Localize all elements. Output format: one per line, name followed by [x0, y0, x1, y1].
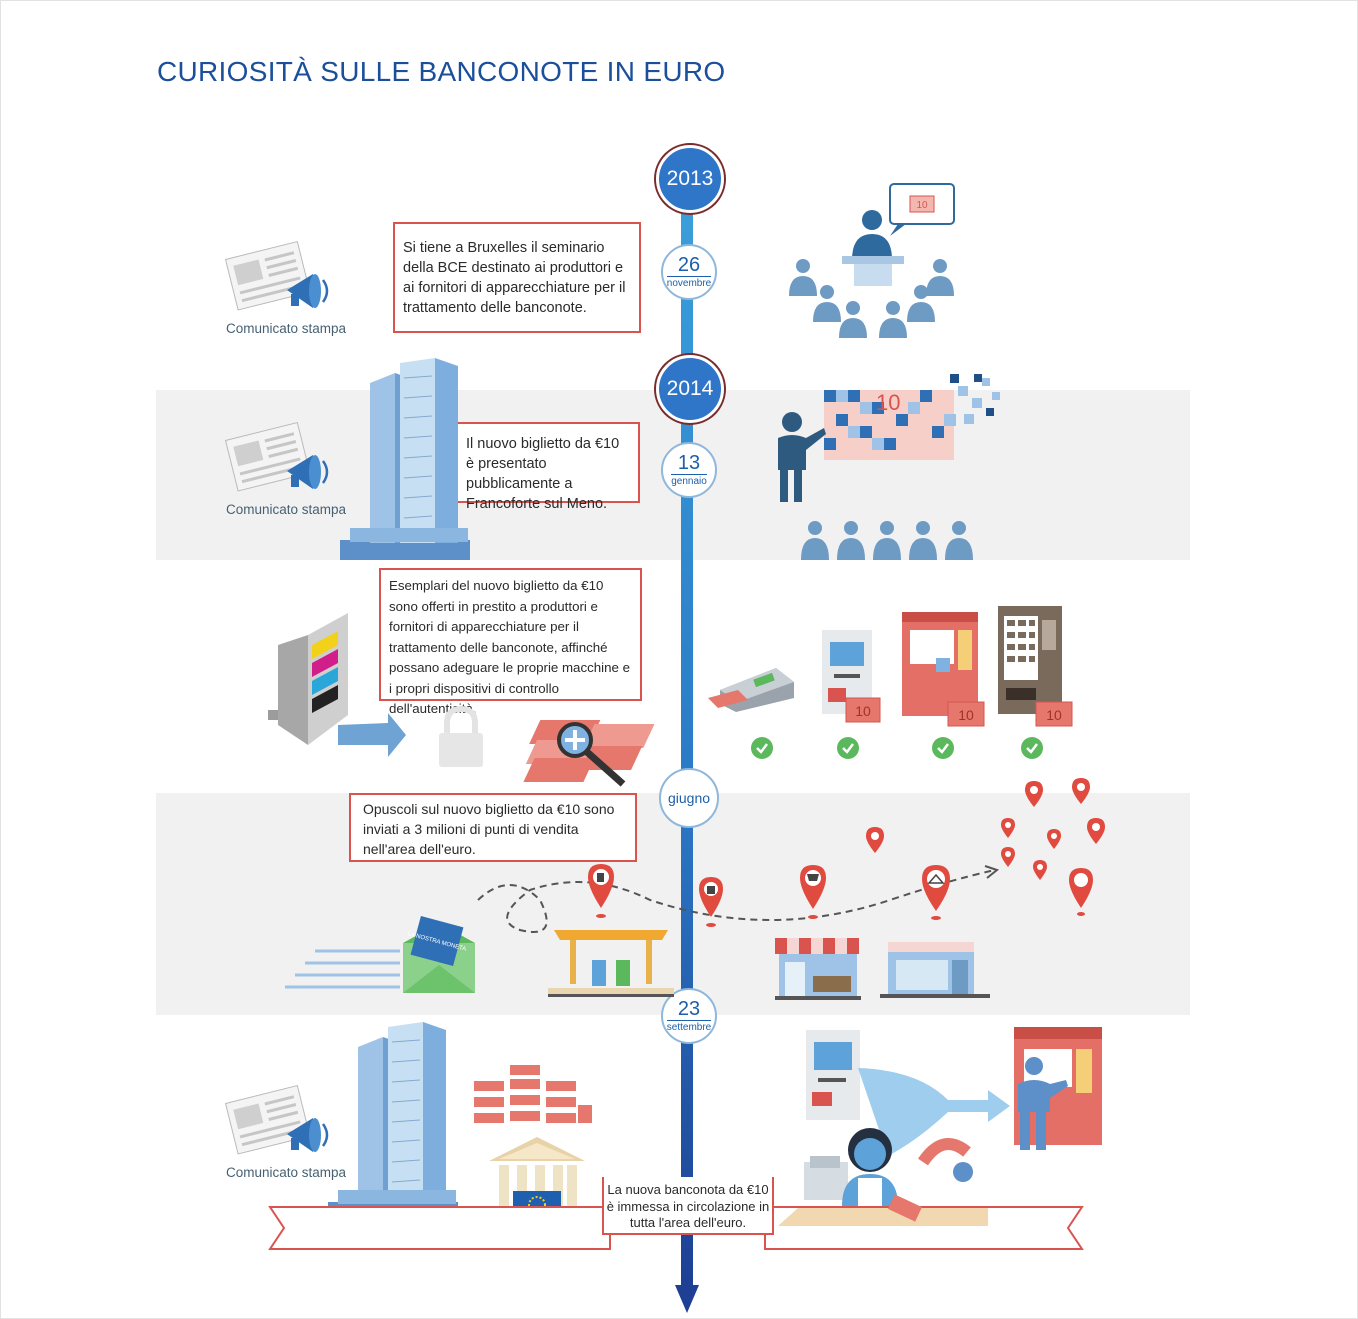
map-pin-icon: [1025, 781, 1043, 807]
note-value: 10: [958, 707, 974, 723]
person-icon: [1018, 1057, 1068, 1150]
audience-icon: [801, 521, 973, 560]
timeline-arrowhead: [675, 1285, 699, 1313]
printer-icon: [268, 613, 406, 757]
date-26-november: 26 novembre: [661, 244, 717, 300]
atm-icon: [806, 1030, 860, 1120]
event-samples: Esemplari del nuovo biglietto da €10 son…: [379, 568, 642, 716]
audience-icon: [789, 259, 954, 338]
press-release-label: Comunicato stampa: [226, 1165, 347, 1180]
map-pin-icon: [1069, 868, 1093, 916]
map-pin-icon: [922, 865, 950, 920]
newspaper-megaphone-icon: [224, 1084, 329, 1155]
ecb-tower-icon: [328, 1022, 458, 1220]
map-pin-icon: [866, 827, 884, 853]
ribbon-banner: [268, 1206, 1084, 1250]
flow-arrow-icon: [858, 1068, 1010, 1156]
map-pin-icon: [800, 865, 826, 919]
boutique-icon: [880, 942, 990, 998]
date-month: giugno: [667, 790, 711, 806]
shop-icon: [775, 938, 861, 1000]
note-value: 10: [916, 200, 928, 211]
ecb-tower-icon: [340, 358, 470, 560]
event-presentation: Il nuovo biglietto da €10 è presentato p…: [456, 422, 640, 512]
check-icon: [751, 737, 773, 759]
page-title: CURIOSITÀ SULLE BANCONOTE IN EURO: [157, 56, 726, 87]
map-pin-icon: [1033, 860, 1047, 880]
speaker-podium-icon: 10: [842, 183, 955, 286]
map-pin-icon: [1001, 818, 1015, 838]
note-value: 10: [876, 390, 900, 415]
envelope-icon: LA NOSTRA MONETA: [285, 915, 475, 993]
vending-machine-icon: 10: [998, 606, 1073, 727]
date-june: giugno: [659, 768, 719, 828]
note-validator-icon: [708, 668, 794, 712]
year-2014: 2014: [656, 355, 724, 423]
press-release-label: Comunicato stampa: [226, 321, 347, 336]
map-pin-icon: [1072, 778, 1090, 804]
press-release-label: Comunicato stampa: [226, 502, 347, 517]
ticket-machine-icon: 10: [902, 612, 985, 727]
gas-station-icon: [548, 930, 674, 997]
band-june: [156, 793, 1190, 1015]
check-icon: [837, 737, 859, 759]
date-day: 13: [677, 452, 701, 474]
event-seminar: Si tiene a Bruxelles il seminario della …: [393, 222, 641, 333]
map-pin-icon: [699, 877, 723, 927]
event-circulation: La nuova banconota da €10 è immessa in c…: [602, 1177, 774, 1235]
padlock-icon: [439, 705, 483, 767]
note-value: 10: [855, 703, 871, 719]
magnifier-icon: [523, 720, 655, 787]
date-day: 26: [677, 254, 701, 276]
map-pin-icon: [1001, 847, 1015, 867]
year-2013: 2013: [656, 145, 724, 213]
atm-icon: 10: [822, 630, 881, 723]
date-month: settembre: [666, 1020, 712, 1033]
date-month: gennaio: [671, 474, 707, 487]
date-day: 23: [677, 998, 701, 1020]
date-month: novembre: [666, 276, 712, 289]
newspaper-megaphone-icon: [224, 421, 329, 492]
map-pin-icon: [1047, 829, 1061, 849]
note-value: 10: [1046, 707, 1062, 723]
check-icon: [932, 737, 954, 759]
date-13-january: 13 gennaio: [661, 442, 717, 498]
date-23-september: 23 settembre: [661, 988, 717, 1044]
map-pin-icon: [588, 864, 614, 918]
newspaper-megaphone-icon: [224, 240, 329, 311]
check-icon: [1021, 737, 1043, 759]
note-stack-icon: [474, 1065, 592, 1123]
presenter-icon: 10: [778, 374, 1000, 502]
cashier-icon: [778, 1128, 988, 1226]
distribution-path: [477, 865, 1000, 933]
event-brochures: Opuscoli sul nuovo biglietto da €10 sono…: [349, 793, 637, 862]
map-pin-icon: [1087, 818, 1105, 844]
